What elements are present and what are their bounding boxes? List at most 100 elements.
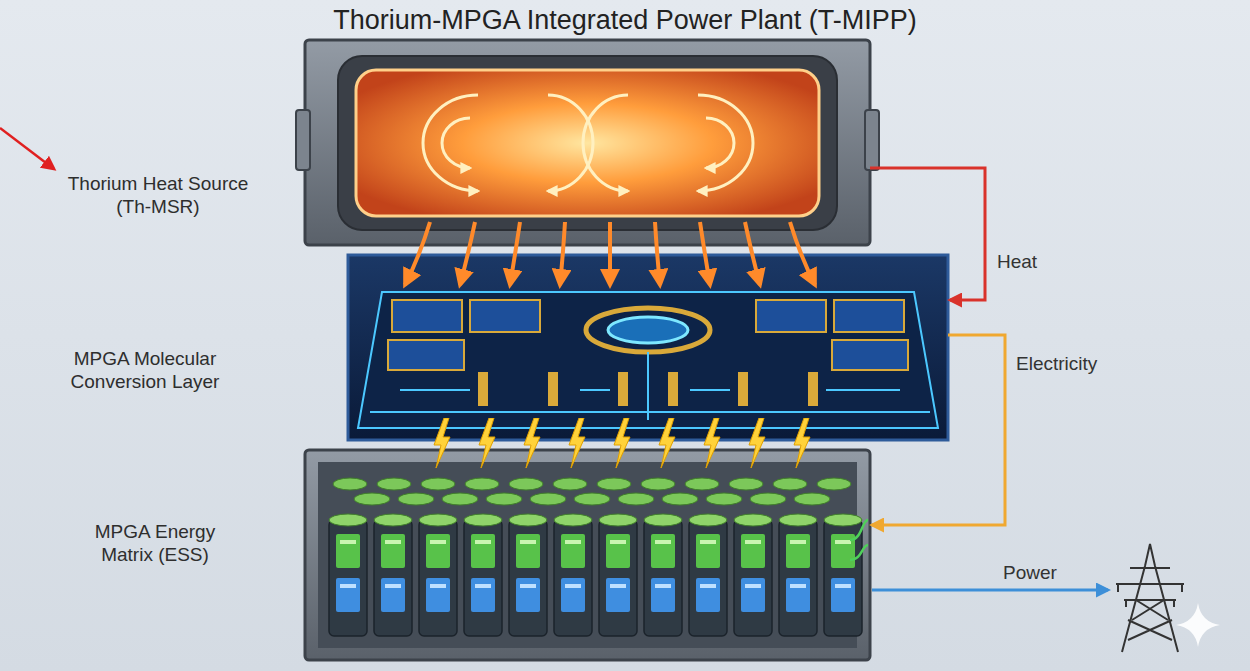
battery-top <box>662 493 698 505</box>
heat-arrow <box>560 222 565 285</box>
battery-top <box>509 478 543 490</box>
pylon-legs <box>1122 544 1178 652</box>
core-ring <box>586 308 710 352</box>
battery-cell <box>509 514 547 636</box>
pylon-arms <box>1116 568 1184 640</box>
battery-top <box>553 478 587 490</box>
lightning-bolt <box>794 418 810 468</box>
conversion-layer <box>348 255 948 440</box>
connector-label: Electricity <box>1016 352 1097 375</box>
flow-swirl <box>583 95 628 191</box>
flow-swirl <box>423 95 478 191</box>
lightning-bolt <box>749 418 765 468</box>
pillar <box>808 372 818 406</box>
circuit-trace <box>370 352 930 420</box>
battery-top <box>729 478 763 490</box>
container-shell <box>305 40 870 245</box>
battery-cell <box>374 514 412 636</box>
battery-top <box>597 478 631 490</box>
battery-top <box>706 493 742 505</box>
component-label: Thorium Heat Source (Th-MSR) <box>58 172 258 218</box>
battery-top <box>421 478 455 490</box>
battery-top <box>685 478 719 490</box>
reactor-window <box>338 56 837 230</box>
ess-container <box>305 450 870 660</box>
component-box: MPGA Energy Matrix (ESS) <box>305 450 870 660</box>
battery-top <box>750 493 786 505</box>
panel-tile <box>388 340 464 370</box>
component-box: MPGA Molecular Conversion Layer <box>348 255 948 440</box>
heat-arrow <box>510 222 520 285</box>
battery-cell <box>464 514 502 636</box>
diagram-title: Thorium-MPGA Integrated Power Plant (T-M… <box>0 4 1250 36</box>
heat-arrow <box>460 222 475 285</box>
battery-cell <box>419 514 457 636</box>
panel-tile <box>834 300 904 332</box>
battery-top <box>574 493 610 505</box>
flow-swirl <box>698 95 753 191</box>
container-interior <box>318 462 857 648</box>
heat-arrow <box>405 222 430 285</box>
battery-top <box>641 478 675 490</box>
flow-label: Power <box>1003 561 1057 584</box>
battery-cell <box>734 514 772 636</box>
core-ring <box>608 317 688 343</box>
component-box: Thorium Heat Source (Th-MSR) <box>305 40 870 245</box>
container-shell <box>305 450 870 660</box>
molten-salt-core <box>356 70 819 216</box>
power-arrow <box>872 589 1108 592</box>
battery-top <box>377 478 411 490</box>
battery-cell <box>554 514 592 636</box>
panel-tile <box>756 300 826 332</box>
layer-frame <box>348 255 948 440</box>
component-label: MPGA Energy Matrix (ESS) <box>90 520 220 566</box>
connector-label: Heat <box>997 250 1037 273</box>
lightning-bolt <box>659 418 675 468</box>
lightning-bolt <box>524 418 540 468</box>
component-label: MPGA Molecular Conversion Layer <box>45 347 245 393</box>
battery-top <box>486 493 522 505</box>
battery-top <box>354 493 390 505</box>
battery-cell <box>689 514 727 636</box>
battery-cell <box>779 514 817 636</box>
lightning-bolt <box>569 418 585 468</box>
flow-swirl <box>442 118 470 168</box>
heat-arrow <box>790 222 815 285</box>
flow-connector <box>870 168 985 300</box>
pillar <box>738 372 748 406</box>
battery-top <box>465 478 499 490</box>
panel-tile <box>832 340 908 370</box>
battery-top <box>530 493 566 505</box>
heat-arrow <box>700 222 710 285</box>
transmission-pylon <box>1116 544 1184 652</box>
battery-top <box>398 493 434 505</box>
lightning-bolt <box>614 418 630 468</box>
end-cap <box>296 110 310 170</box>
battery-cell <box>599 514 637 636</box>
battery-cell <box>329 514 367 636</box>
pillar <box>478 372 488 406</box>
heat-arrow <box>655 222 660 285</box>
flow-swirl <box>706 118 734 168</box>
reactor-container <box>296 40 879 245</box>
pillar <box>548 372 558 406</box>
lightning-bolt <box>434 418 450 468</box>
battery-top <box>794 493 830 505</box>
panel-tile <box>470 300 540 332</box>
panel-tile <box>392 300 462 332</box>
battery-cell <box>644 514 682 636</box>
flow-swirl <box>548 95 593 191</box>
pillar <box>668 372 678 406</box>
lightning-bolt <box>479 418 495 468</box>
heat-arrow <box>608 222 612 285</box>
pointer-arrow <box>0 128 54 169</box>
end-cap <box>865 110 879 170</box>
lightning-bolt <box>704 418 720 468</box>
battery-top <box>618 493 654 505</box>
pillar <box>618 372 628 406</box>
circuit-floor <box>358 292 938 428</box>
battery-top <box>333 478 367 490</box>
